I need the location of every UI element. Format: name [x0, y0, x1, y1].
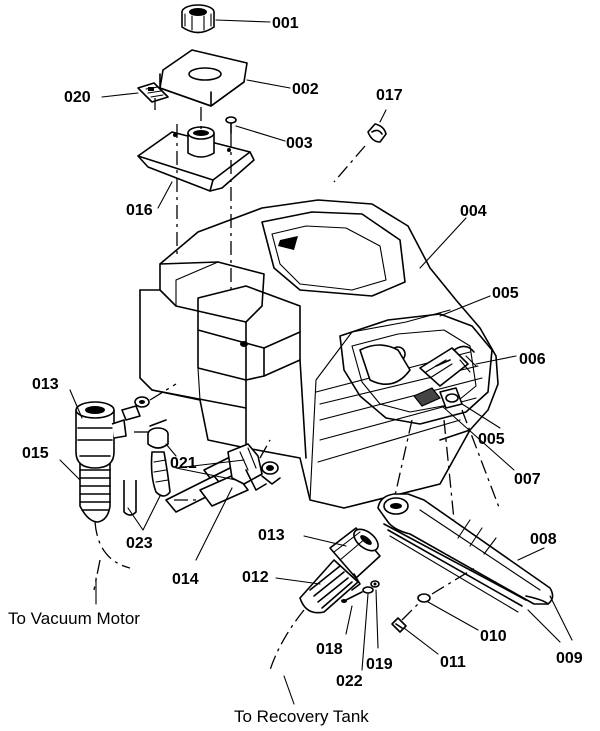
label-004: 004	[460, 203, 487, 220]
part-001-knob	[181, 4, 215, 34]
label-002: 002	[292, 81, 319, 98]
leader-013b	[303, 535, 347, 547]
leader-001	[215, 19, 271, 23]
leader-020	[101, 92, 139, 98]
part-017-plug	[367, 123, 387, 143]
part-013-valve-left	[75, 401, 127, 469]
label-023: 023	[126, 535, 153, 552]
part-013-valve-lower	[329, 527, 381, 591]
label-013b: 013	[258, 527, 285, 544]
leader-019	[375, 589, 379, 649]
leader-010	[427, 601, 479, 631]
part-020-label	[137, 82, 169, 103]
leader-004	[419, 217, 467, 269]
label-015: 015	[22, 445, 49, 462]
label-014: 014	[172, 571, 199, 588]
leader-015	[59, 459, 81, 481]
leader-012	[275, 577, 321, 585]
label-016: 016	[126, 202, 153, 219]
label-010: 010	[480, 628, 507, 645]
part-012-hose-fitting	[299, 559, 359, 614]
label-019: 019	[366, 656, 393, 673]
part-018-019-022	[341, 580, 380, 603]
label-003: 003	[286, 135, 313, 152]
leader-016	[157, 181, 173, 209]
part-003-screw	[225, 116, 237, 134]
part-014-tube	[165, 443, 281, 513]
part-016-bracket	[137, 126, 255, 192]
label-005a: 005	[492, 285, 519, 302]
leader-013a	[69, 389, 83, 419]
part-008-wand	[377, 493, 554, 613]
leader-007	[441, 405, 515, 471]
label-021: 021	[170, 455, 197, 472]
leader-006	[475, 355, 517, 365]
leader-021	[165, 443, 177, 457]
leader-011	[403, 627, 439, 655]
label-018: 018	[316, 641, 343, 658]
label-020: 020	[64, 89, 91, 106]
leader-014	[195, 487, 233, 561]
part-021-clamp	[147, 419, 169, 449]
caption-vacuum-motor: To Vacuum Motor	[8, 609, 140, 628]
leader-022	[361, 593, 369, 671]
label-007: 007	[514, 471, 541, 488]
part-015-hose-fitting	[79, 462, 111, 523]
leader-005b	[461, 403, 501, 429]
label-013a: 013	[32, 376, 59, 393]
label-006: 006	[519, 351, 546, 368]
label-017: 017	[376, 87, 403, 104]
label-012: 012	[242, 569, 269, 586]
leader-008	[517, 547, 545, 561]
part-fitting-left	[121, 396, 150, 421]
leader-003	[235, 125, 286, 142]
label-022: 022	[336, 673, 363, 690]
part-023-hoses	[123, 451, 171, 516]
leader-005a	[439, 295, 491, 317]
caption-recovery-tank: To Recovery Tank	[234, 707, 369, 726]
label-001: 001	[272, 15, 299, 32]
part-002-cover	[159, 49, 248, 107]
part-011-screw	[391, 617, 407, 633]
leader-002	[246, 79, 291, 89]
label-009: 009	[556, 650, 583, 667]
leader-009	[527, 595, 573, 643]
label-011: 011	[440, 654, 466, 671]
leader-018	[345, 605, 353, 635]
part-010-washer	[417, 593, 431, 603]
label-008: 008	[530, 531, 557, 548]
leader-023	[127, 495, 161, 531]
part-004-housing	[139, 199, 499, 509]
label-005b: 005	[478, 431, 505, 448]
